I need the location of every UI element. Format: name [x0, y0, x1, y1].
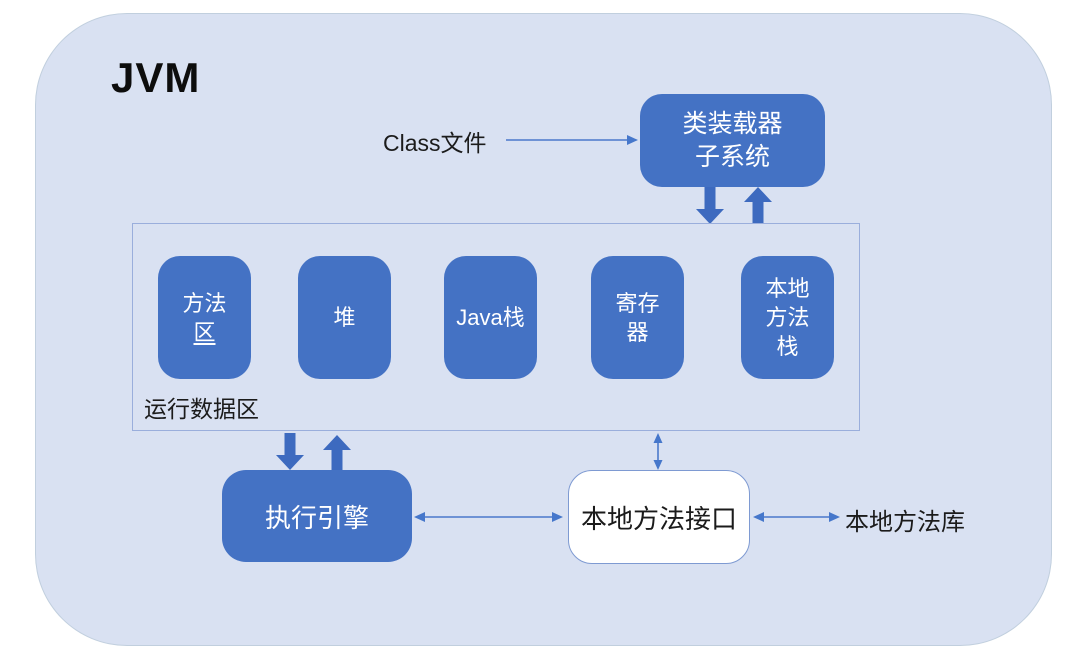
native-method-library-label: 本地方法库	[845, 509, 965, 536]
runtime-data-area: 方法 区 堆 Java栈 寄存 器 本地 方法 栈 运行数据区	[132, 223, 860, 431]
java-stack-label: Java栈	[456, 305, 525, 330]
native-method-interface-label: 本地方法接口	[580, 503, 737, 534]
native-method-stack-line-2: 方法	[765, 305, 810, 330]
native-method-stack-node: 本地 方法 栈	[741, 256, 834, 379]
execution-engine-label: 执行引擎	[264, 502, 369, 533]
native-method-interface-node: 本地方法接口	[568, 470, 750, 564]
class-loader-line-1: 类装载器	[682, 109, 783, 138]
java-stack-node: Java栈	[444, 256, 537, 379]
runtime-data-area-label: 运行数据区	[144, 396, 259, 422]
register-node: 寄存 器	[591, 256, 684, 379]
heap-label: 堆	[333, 305, 356, 330]
register-line-2: 器	[626, 319, 649, 345]
register-line-1: 寄存	[615, 290, 660, 316]
method-area-line-1: 方法	[182, 290, 227, 316]
heap-node: 堆	[298, 256, 391, 379]
class-loader-line-2: 子系统	[694, 142, 770, 171]
native-method-stack-line-3: 栈	[776, 334, 799, 359]
method-area-line-2: 区	[193, 319, 216, 345]
diagram-title: JVM	[111, 54, 201, 101]
class-loader-subsystem-node: 类装载器 子系统	[640, 94, 825, 187]
class-file-label: Class文件	[383, 130, 487, 156]
method-area-node: 方法 区	[158, 256, 251, 379]
execution-engine-node: 执行引擎	[222, 470, 412, 562]
native-method-stack-line-1: 本地	[765, 276, 810, 301]
